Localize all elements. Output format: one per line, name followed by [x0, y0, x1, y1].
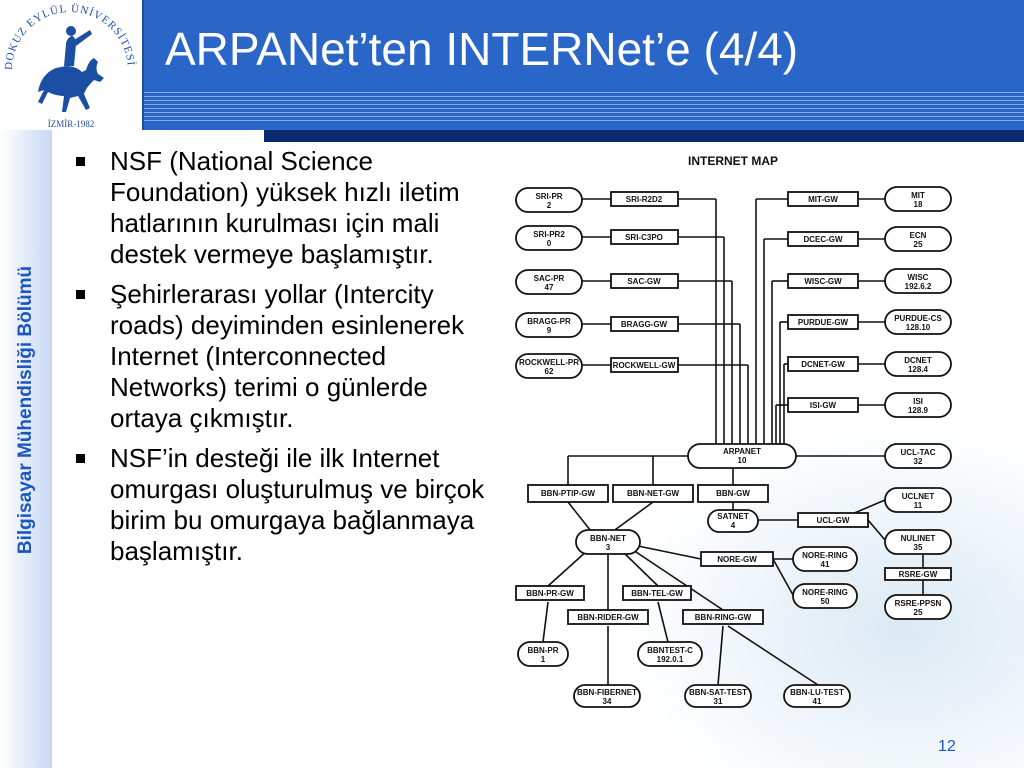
bullet-item: NSF’in desteği ile ilk Internet omurgası… [68, 443, 500, 567]
map-node-label: WISC-GW [804, 277, 842, 286]
map-node-label: NORE-RING [802, 588, 848, 597]
map-title: INTERNET MAP [688, 154, 778, 168]
map-node-number: 192.6.2 [905, 282, 932, 291]
logo-bottom-text: İZMİR-1982 [48, 119, 95, 129]
map-node-label: BRAGG-GW [621, 320, 668, 329]
map-node-label: BBN-PR [527, 646, 558, 655]
map-node-label: SATNET [717, 512, 749, 521]
title-bar-notch [142, 130, 264, 142]
map-node-label: BBN-GW [716, 489, 750, 498]
map-node-label: BRAGG-PR [527, 317, 571, 326]
internet-map-diagram: INTERNET MAP SRI-PR 2 SRI-PR2 0 SAC-PR 4… [515, 154, 952, 708]
map-node-label: BBN-RIDER-GW [577, 613, 639, 622]
slide-title: ARPANet’ten INTERNet’e (4/4) [165, 23, 799, 75]
map-node-number: 25 [914, 608, 923, 617]
header-band [0, 0, 1024, 130]
bullet-text: Şehirlerarası yollar (Intercity roads) d… [110, 279, 465, 433]
map-node-label: SAC-PR [534, 274, 565, 283]
bullet-text: NSF (National Science Foundation) yüksek… [110, 146, 460, 269]
page-number: 12 [938, 738, 956, 755]
map-node-number: 10 [738, 456, 747, 465]
map-node-label: WISC [908, 273, 929, 282]
map-node-number: 128.9 [908, 406, 929, 415]
map-node-label: ROCKWELL-GW [613, 361, 676, 370]
map-node-label: ROCKWELL-PR [519, 358, 579, 367]
map-node-label: BBN-NET [590, 534, 626, 543]
map-node-label: SRI-C3PO [625, 233, 663, 242]
side-band [0, 130, 52, 768]
bullet-item: Şehirlerarası yollar (Intercity roads) d… [68, 279, 500, 434]
map-node-label: BBN-LU-TEST [790, 688, 844, 697]
map-node-number: 41 [821, 560, 830, 569]
map-node-label: ECN [910, 231, 927, 240]
map-node-label: NORE-GW [717, 555, 757, 564]
map-node-label: MIT [911, 191, 925, 200]
bullet-list: NSF (National Science Foundation) yüksek… [68, 146, 500, 576]
map-node-number: 35 [914, 543, 923, 552]
map-node-label: MIT-GW [808, 195, 838, 204]
map-node-number: 0 [547, 239, 552, 248]
map-node-number: 1 [541, 655, 546, 664]
map-node-number: 41 [813, 697, 822, 706]
map-node-label: DCNET [904, 356, 932, 365]
map-node-number: 32 [914, 457, 923, 466]
map-node-number: 192.0.1 [657, 655, 684, 664]
map-node-number: 62 [545, 367, 554, 376]
map-node-label: SRI-PR2 [533, 230, 565, 239]
title-underline-bar [142, 130, 1024, 142]
map-node-label: NULINET [901, 534, 936, 543]
map-node-label: SRI-PR [535, 192, 562, 201]
map-node-label: BBN-RING-GW [695, 613, 752, 622]
map-node-label: BBN-PR-GW [526, 589, 574, 598]
bullet-item: NSF (National Science Foundation) yüksek… [68, 146, 500, 270]
map-node-number: 47 [545, 283, 554, 292]
map-node-number: 128.4 [908, 365, 929, 374]
map-node-label: SAC-GW [627, 277, 661, 286]
map-node-label: BBN-SAT-TEST [689, 688, 747, 697]
map-node-label: UCLNET [902, 492, 935, 501]
map-node-number: 4 [731, 521, 736, 530]
map-node-label: BBN-NET-GW [627, 489, 679, 498]
map-node-label: UCL-GW [817, 516, 850, 525]
map-node-label: DCNET-GW [801, 360, 845, 369]
map-node-number: 9 [547, 326, 552, 335]
map-node-number: 31 [714, 697, 723, 706]
map-node-label: ISI-GW [810, 401, 837, 410]
map-node-label: ISI [913, 397, 923, 406]
square-bullet-icon [76, 290, 85, 299]
bullet-text: NSF’in desteği ile ilk Internet omurgası… [110, 443, 485, 566]
university-logo: DOKUZ EYLÜL ÜNİVERSİTESİ İZMİR-1982 [0, 0, 144, 130]
map-node-number: 25 [914, 240, 923, 249]
map-node-number: 18 [914, 200, 923, 209]
map-node-label: ARPANET [723, 447, 761, 456]
map-node-number: 2 [547, 201, 552, 210]
map-node-label: BBN-TEL-GW [631, 589, 683, 598]
map-node-label: RSRE-PPSN [895, 599, 942, 608]
map-node-label: UCL-TAC [901, 448, 936, 457]
header-stripes [142, 92, 1024, 124]
map-node-number: 50 [821, 597, 830, 606]
map-node-label: DCEC-GW [803, 235, 843, 244]
square-bullet-icon [76, 157, 85, 166]
map-node-label: RSRE-GW [899, 570, 938, 579]
map-node-number: 128.10 [906, 323, 931, 332]
map-node-number: 34 [603, 697, 612, 706]
map-node-label: BBN-PTIP-GW [541, 489, 596, 498]
map-node-label: NORE-RING [802, 551, 848, 560]
map-node-label: PURDUE-CS [894, 314, 942, 323]
map-node-number: 3 [606, 543, 611, 552]
map-node-label: PURDUE-GW [798, 318, 849, 327]
map-node-number: 11 [914, 501, 923, 510]
department-label: Bilgisayar Mühendisliği Bölümü [15, 265, 36, 555]
map-node-label: BBNTEST-C [647, 646, 693, 655]
map-node-label: BBN-FIBERNET [577, 688, 637, 697]
map-node-label: SRI-R2D2 [626, 195, 663, 204]
square-bullet-icon [76, 454, 85, 463]
university-logo-icon: DOKUZ EYLÜL ÜNİVERSİTESİ İZMİR-1982 [3, 3, 136, 129]
